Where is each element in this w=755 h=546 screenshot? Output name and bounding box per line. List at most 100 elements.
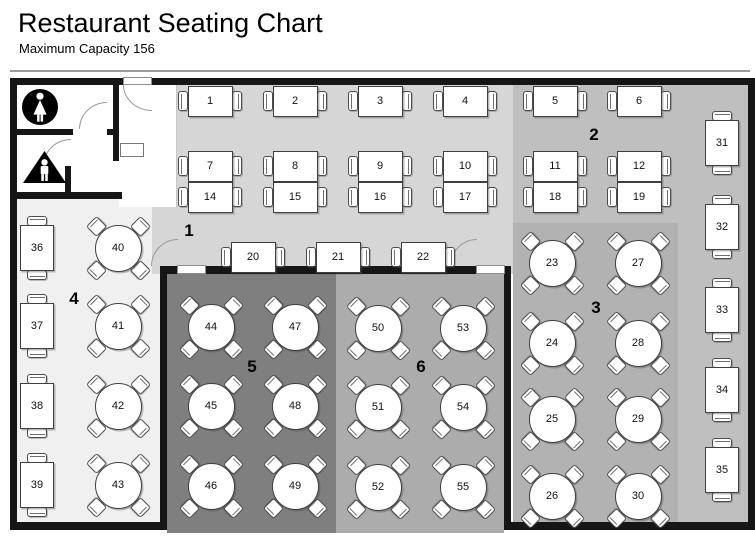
chair-back [658,516,667,525]
door-leaf-zone6 [476,265,505,274]
chair-back [231,506,240,515]
chair [263,156,273,176]
chair-back [398,299,407,308]
chair-back [315,298,324,307]
table-36: 36 [20,225,54,271]
chair-back [583,158,584,174]
table-8: 8 [272,150,318,182]
chair-back [394,249,395,265]
chair [577,187,587,207]
table-number: 43 [111,479,125,491]
round-table-42: 42 [94,382,142,430]
chair-back [609,314,618,323]
chair [712,249,732,259]
table-number: 35 [715,464,729,476]
zone-label-5: 5 [247,357,257,376]
chair-back [89,297,98,306]
table-3: 3 [357,85,403,117]
wall-zone6-right [504,266,511,528]
chair [487,156,497,176]
chair-back [323,93,324,109]
chair [317,156,327,176]
chair-back [436,93,437,109]
table-number: 48 [288,400,302,412]
table-number: 22 [416,251,430,263]
chair-back [609,234,618,243]
round-table-40: 40 [94,224,142,272]
chair-back [658,234,667,243]
chair-back [266,298,275,307]
table-15: 15 [272,181,318,213]
table-14: 14 [187,181,233,213]
table-number: 4 [461,95,469,107]
table-number: 49 [288,480,302,492]
chair [232,91,242,111]
chair [661,187,671,207]
chair [661,91,671,111]
chair-back [398,507,407,516]
chair-back [351,93,352,109]
chair-back [436,158,437,174]
chair-back [266,377,275,386]
chair-back [182,377,191,386]
chair-back [231,426,240,435]
table-31: 31 [705,120,739,166]
table-number: 17 [458,191,472,203]
chair-back [572,439,581,448]
chair-back [483,458,492,467]
chair-back [181,93,182,109]
men-restroom-icon [23,151,66,183]
chair-back [572,516,581,525]
chair-back [315,506,324,515]
chair-back [572,234,581,243]
chair-back [523,516,532,525]
table-5: 5 [532,85,578,117]
chair-back [714,255,730,256]
chair-back [526,189,527,205]
table-number: 41 [111,320,125,332]
table-37: 37 [20,303,54,349]
round-table-26: 26 [528,472,576,520]
chair-back [349,348,358,357]
table-33: 33 [705,287,739,333]
chair [712,165,732,175]
wall-zone5-left [160,266,167,528]
table-number: 14 [203,191,217,203]
chair [27,270,47,280]
page-subtitle: Maximum Capacity 156 [19,41,155,56]
chair-back [351,158,352,174]
chair-back [714,281,730,282]
round-table-24: 24 [528,319,576,367]
sink-fixture [120,143,144,157]
chair-back [483,299,492,308]
chair [577,156,587,176]
chair-back [398,348,407,357]
chair-back [572,390,581,399]
chair-back [610,189,611,205]
chair-back [434,299,443,308]
chair-back [526,93,527,109]
chair-back [483,348,492,357]
table-number: 18 [548,191,562,203]
table-number: 38 [30,400,44,412]
zone-label-6: 6 [416,357,426,376]
table-number: 53 [456,322,470,334]
chair [577,91,587,111]
chair [232,156,242,176]
chair-back [238,93,239,109]
chair-back [266,93,267,109]
table-number: 12 [632,160,646,172]
chair-back [349,458,358,467]
wall-restroom-divider-stub [107,129,119,135]
chair-back [610,93,611,109]
round-table-25: 25 [528,395,576,443]
chair [607,156,617,176]
chair-back [89,377,98,386]
chair [712,412,732,422]
table-number: 10 [458,160,472,172]
chair-back [526,158,527,174]
chair-back [572,363,581,372]
chair-back [658,283,667,292]
chair-back [29,377,45,378]
chair [402,156,412,176]
